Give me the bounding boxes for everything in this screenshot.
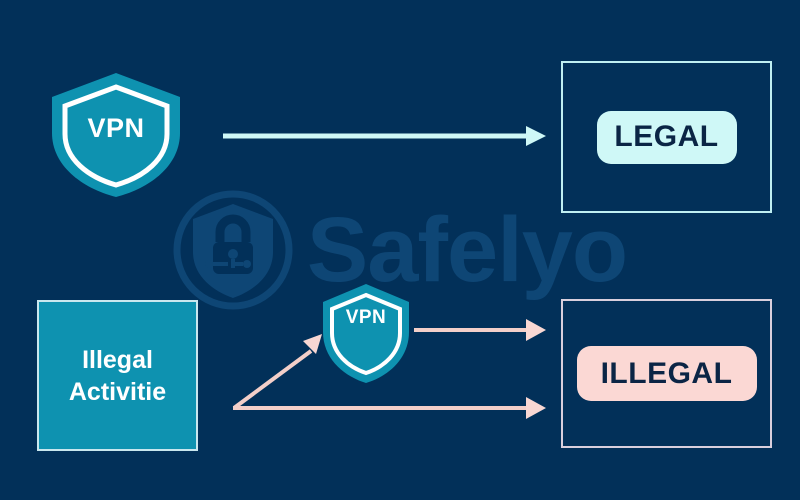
illegal-outcome-box: ILLEGAL xyxy=(561,299,772,448)
vpn-to-illegal-arrow xyxy=(414,319,546,341)
illegal-badge: ILLEGAL xyxy=(576,346,757,401)
shield-icon xyxy=(323,284,409,383)
vpn-shield-top: VPN xyxy=(50,71,182,199)
vpn-shield-mid: VPN xyxy=(321,282,411,385)
shield-lock-circle-icon xyxy=(173,190,293,310)
vpn-shield-mid-label: VPN xyxy=(345,307,387,328)
vpn-to-legal-arrow xyxy=(223,126,546,146)
legal-badge: LEGAL xyxy=(596,110,737,164)
illegal-activity-line-2: Activitie xyxy=(68,377,167,406)
illegal-activity-box: Illegal Activitie xyxy=(37,300,198,451)
illegal-activity-to-vpn-arrow xyxy=(232,334,322,410)
shield-icon xyxy=(52,73,180,197)
vpn-shield-top-label: VPN xyxy=(87,113,145,143)
illegal-activity-to-illegal-arrow xyxy=(233,397,546,419)
illegal-activity-line-1: Illegal xyxy=(82,345,153,374)
legal-outcome-box: LEGAL xyxy=(561,61,772,213)
